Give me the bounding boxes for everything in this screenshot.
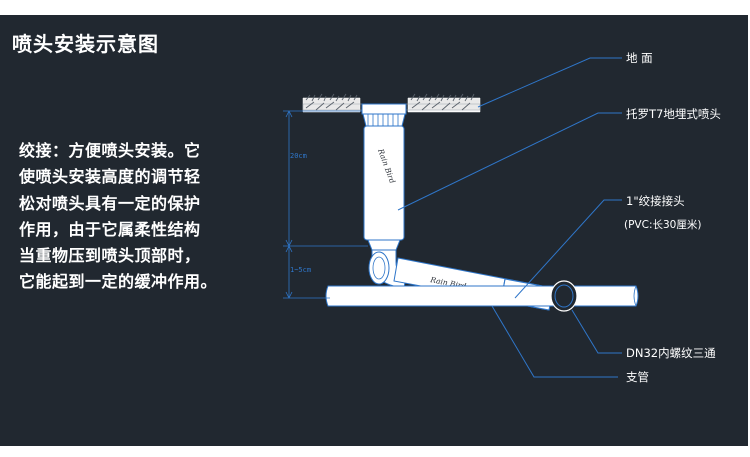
description-text: 绞接：方便喷头安装。它 使喷头安装高度的调节轻 松对喷头具有一定的保护 作用，由… xyxy=(19,138,249,296)
tee-label: DN32内螺纹三通 xyxy=(626,346,716,360)
description-line: 作用，由于它属柔性结构 xyxy=(19,219,201,239)
joint-label: 1"绞接接头 xyxy=(626,194,685,208)
description-line: 它能起到一定的缓冲作用。 xyxy=(19,272,218,292)
branch-label: 支管 xyxy=(626,370,649,384)
description-line: 当重物压到喷头顶部时， xyxy=(19,246,201,266)
dimension-lines xyxy=(283,110,368,299)
description-line: 松对喷头具有一定的保护 xyxy=(19,193,201,213)
tee-fitting xyxy=(550,280,578,312)
ground-soil xyxy=(302,93,481,113)
sprinkler-label: 托罗T7地埋式喷头 xyxy=(626,107,721,121)
description-line: 绞接：方便喷头安装。它 xyxy=(19,141,201,160)
upper-dimension-label: 20cm xyxy=(290,152,307,160)
description-line: 使喷头安装高度的调节轻 xyxy=(19,167,201,187)
lateral-pipe xyxy=(325,285,639,307)
joint-note-label: (PVC:长30厘米) xyxy=(624,218,701,231)
sprinkler-head: Rain Bird xyxy=(361,103,407,251)
leader-lines xyxy=(397,57,622,378)
page-title: 喷头安装示意图 xyxy=(12,32,159,56)
ground-label: 地 面 xyxy=(626,51,653,65)
lower-dimension-label: 1~5cm xyxy=(290,266,311,274)
